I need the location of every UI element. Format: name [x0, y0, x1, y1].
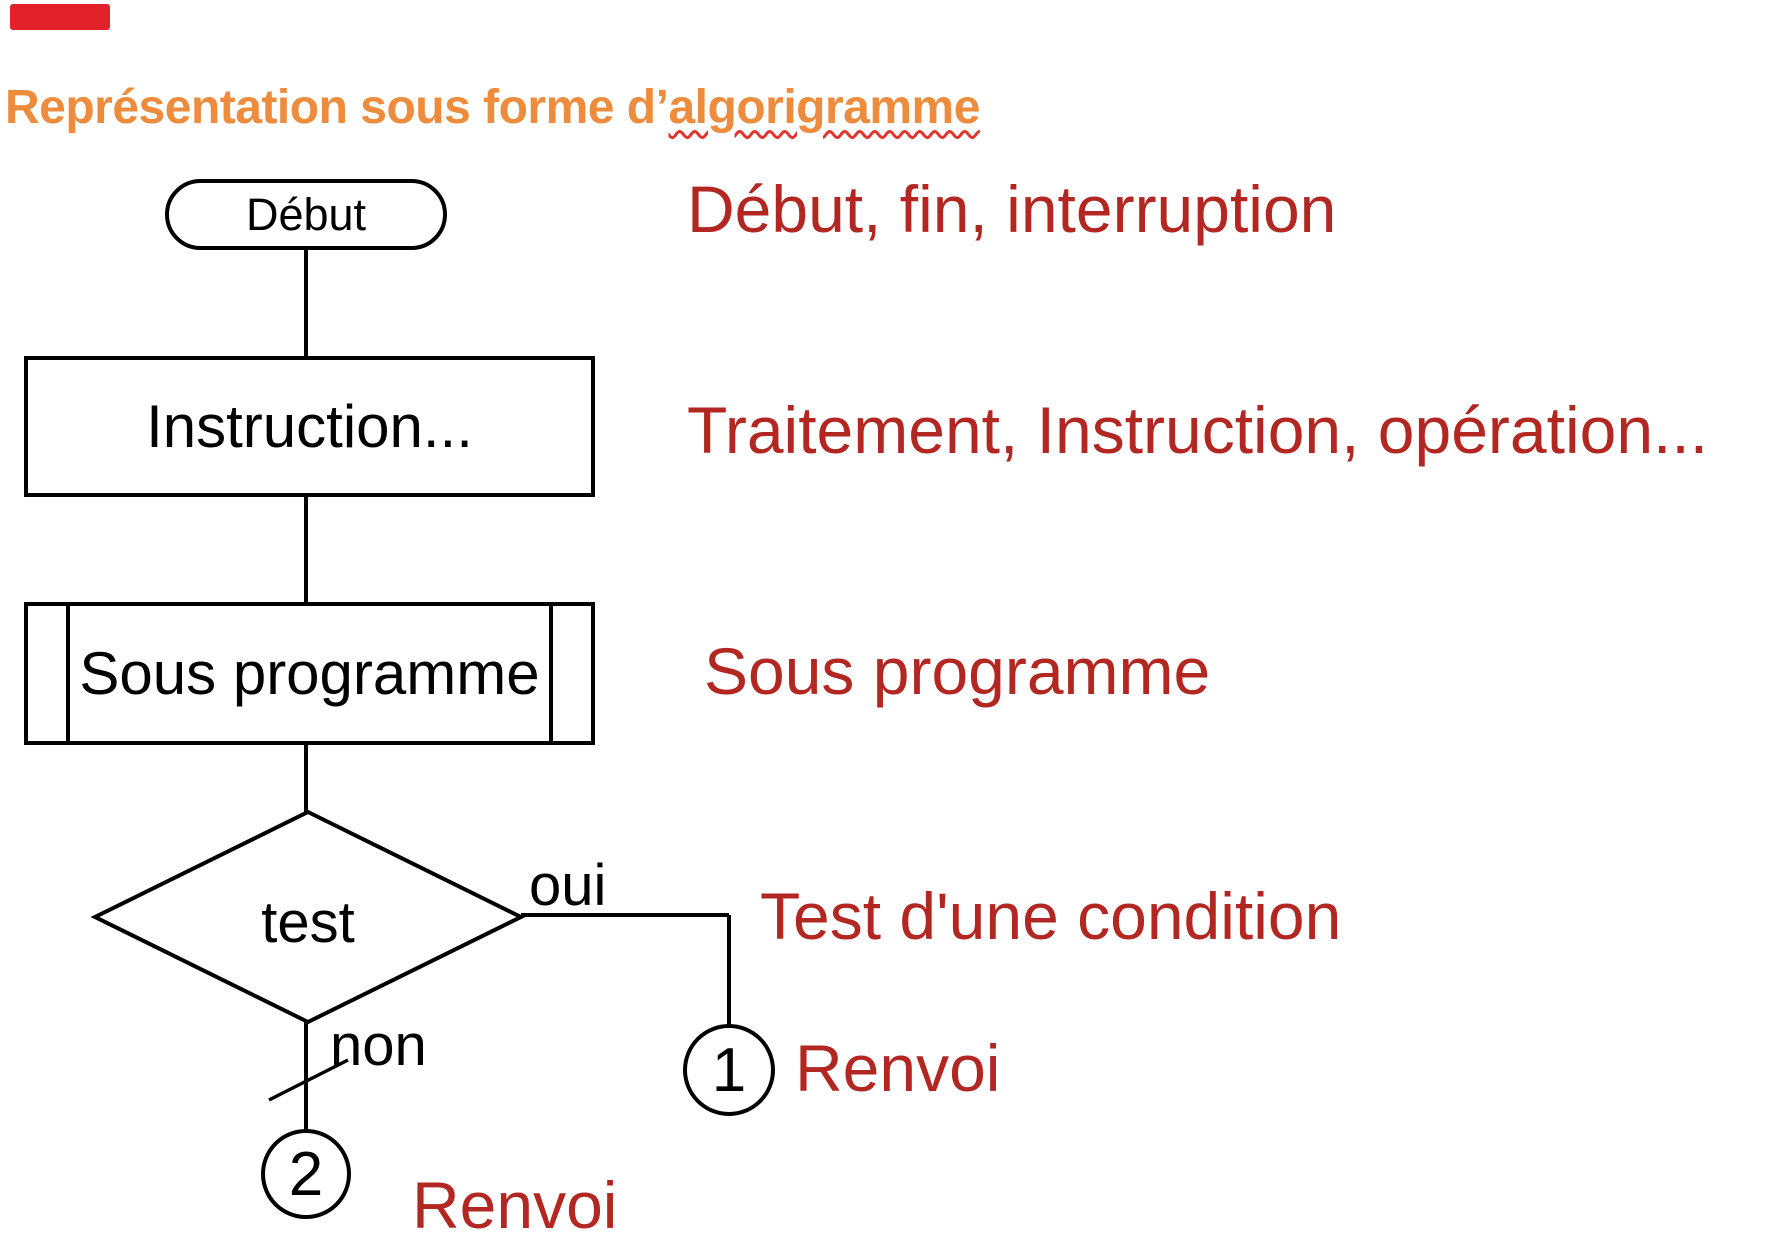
corner-flag	[10, 4, 110, 30]
legend-subprogram: Sous programme	[704, 634, 1211, 708]
process-box-label: Instruction...	[146, 393, 473, 460]
page-title: Représentation sous forme d’algorigramme	[5, 84, 980, 132]
title-misspelled-word: algorigramme	[668, 81, 980, 134]
branch-no-label: non	[330, 1013, 427, 1078]
flowchart-process-box: Instruction...	[24, 356, 595, 497]
legend-decision: Test d'une condition	[760, 879, 1342, 953]
legend-connector-1: Renvoi	[795, 1031, 1001, 1105]
subprogram-left-bar	[66, 606, 70, 741]
flowchart-terminator-start: Début	[165, 179, 447, 250]
branch-yes-label: oui	[529, 853, 607, 918]
legend-connector-2: Renvoi	[412, 1168, 618, 1236]
flowchart-subprogram-box: Sous programme	[24, 602, 595, 745]
decision-label: test	[261, 890, 355, 955]
flowchart-connector-circle-2: 2	[261, 1129, 351, 1219]
flowchart-connector-circle-1: 1	[683, 1024, 775, 1116]
connector-circle-1-label: 1	[711, 1035, 747, 1105]
subprogram-right-bar	[549, 606, 553, 741]
title-text: Représentation sous forme d’	[5, 81, 669, 134]
terminator-start-label: Début	[245, 188, 367, 240]
subprogram-box-label: Sous programme	[79, 640, 540, 707]
legend-terminator: Début, fin, interruption	[687, 172, 1337, 246]
legend-process: Traitement, Instruction, opération...	[687, 393, 1709, 467]
connector-circle-2-label: 2	[288, 1139, 324, 1209]
